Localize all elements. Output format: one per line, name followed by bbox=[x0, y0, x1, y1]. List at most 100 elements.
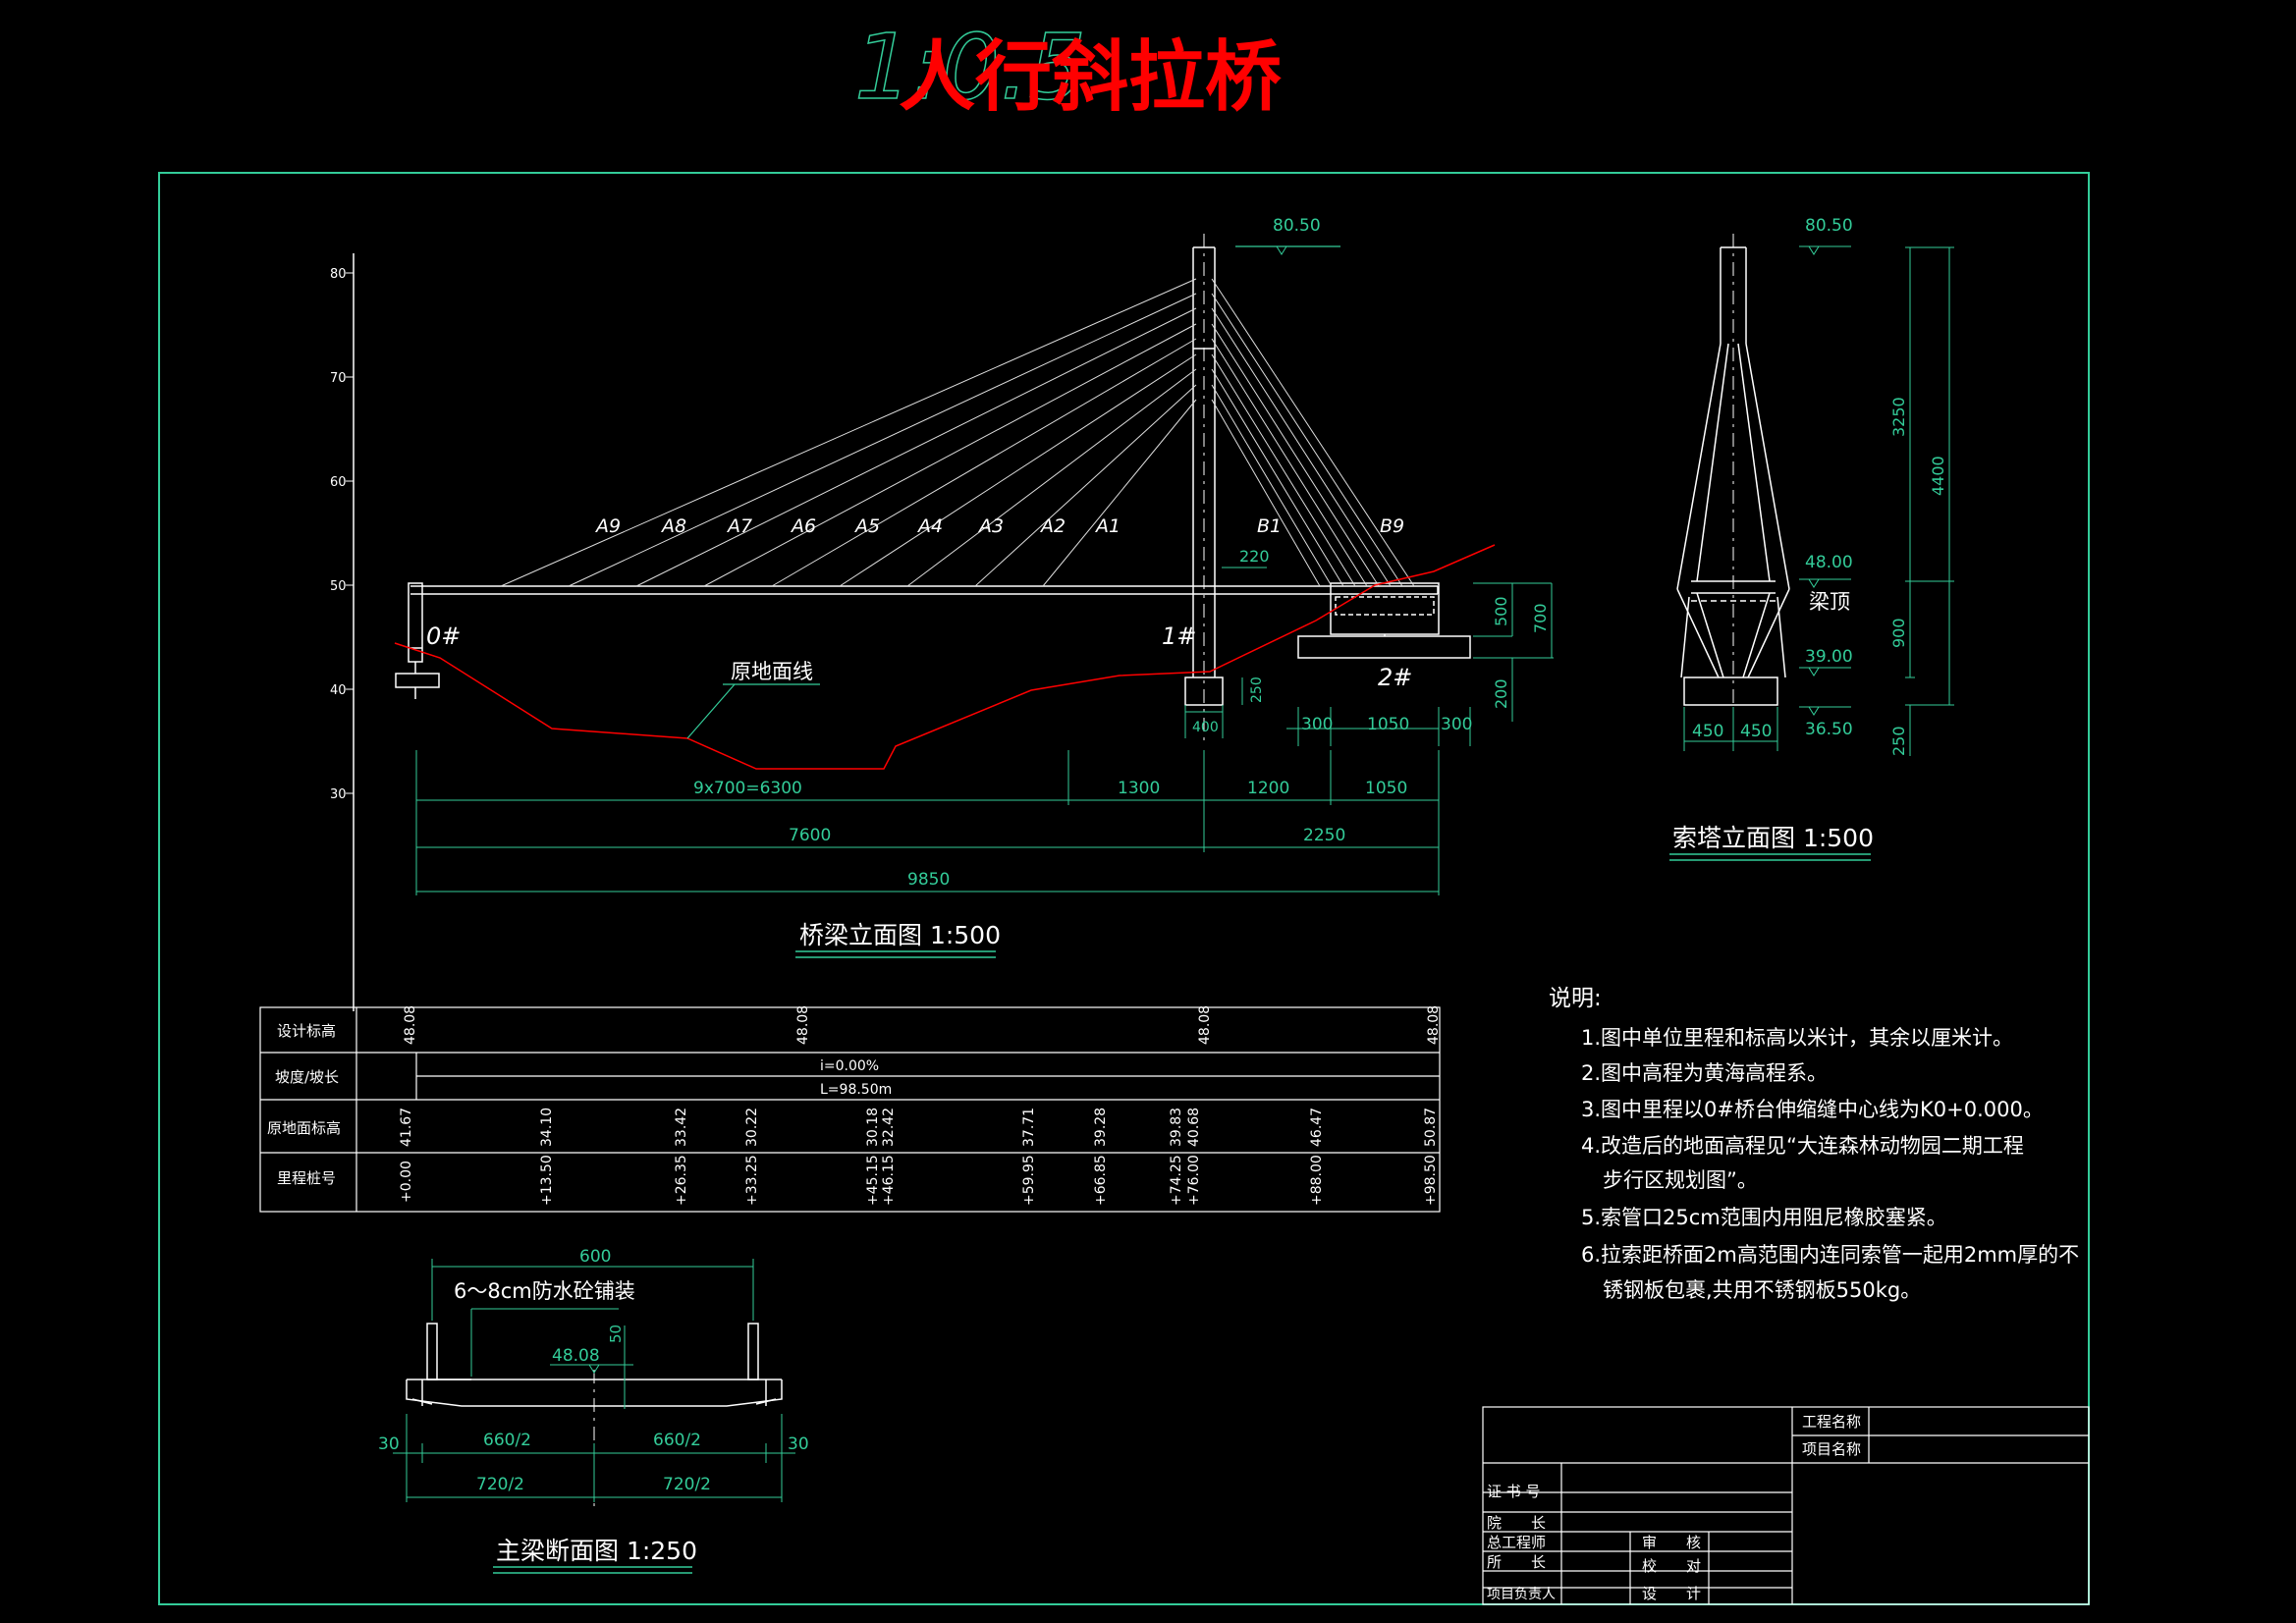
station-9: +74.25 bbox=[1169, 1155, 1184, 1206]
dim-400: 400 bbox=[1192, 720, 1219, 735]
ground-line bbox=[394, 544, 1496, 770]
cable-label-b9: B9 bbox=[1380, 515, 1404, 537]
cable-labels: A9 A8 A7 A6 A5 A4 A3 A2 A1 B1 B9 bbox=[594, 515, 1404, 537]
pier-label-2: 2# bbox=[1378, 664, 1412, 691]
section-dim-720-right: 720/2 bbox=[663, 1475, 711, 1494]
ground-elev-10: 40.68 bbox=[1186, 1108, 1202, 1147]
row-label-ground: 原地面标高 bbox=[267, 1119, 341, 1137]
design-elev-3: 48.08 bbox=[1197, 1005, 1213, 1045]
note-line-7: 6.拉索距桥面2m高范围内连同索管一起用2mm厚的不 bbox=[1581, 1243, 2079, 1267]
profile-table: 设计标高 坡度/坡长 原地面标高 里程桩号 48.08 48.08 48.08 … bbox=[259, 1005, 1442, 1213]
dim-1300: 1300 bbox=[1118, 779, 1160, 798]
drawing-frame bbox=[158, 172, 2090, 1605]
dim-span-left: 9x700=6300 bbox=[693, 779, 802, 798]
dim-pier2-horizontal bbox=[1286, 707, 1471, 746]
station-8: +66.85 bbox=[1093, 1155, 1109, 1206]
station-7: +59.95 bbox=[1021, 1155, 1037, 1206]
ground-elev-6: 32.42 bbox=[881, 1108, 897, 1147]
cable-label-a6: A6 bbox=[790, 515, 816, 537]
notes: 说明: 1.图中单位里程和标高以米计，其余以厘米计。 2.图中高程为黄海高程系。… bbox=[1549, 986, 2079, 1302]
elevation-caption: 桥梁立面图 1:500 bbox=[799, 921, 1001, 949]
tb-review: 审 核 bbox=[1642, 1534, 1701, 1551]
span-dimensions bbox=[415, 750, 1440, 895]
ground-label-leader bbox=[686, 683, 736, 739]
y-tick-30: 30 bbox=[330, 787, 347, 802]
section-dim-30-right: 30 bbox=[788, 1434, 809, 1454]
section-dim-660-left: 660/2 bbox=[483, 1431, 531, 1450]
cable-label-a8: A8 bbox=[660, 515, 686, 537]
note-line-2: 2.图中高程为黄海高程系。 bbox=[1581, 1061, 1828, 1085]
cable-label-a1: A1 bbox=[1094, 515, 1121, 537]
girder-section: 600 6～8cm防水砼铺装 50 48.08 30 30 660/2 660/… bbox=[378, 1247, 809, 1574]
y-tick-40: 40 bbox=[330, 683, 347, 698]
dim-200: 200 bbox=[1492, 678, 1510, 709]
elev-top-label: 80.50 bbox=[1273, 216, 1321, 236]
tb-project-name: 工程名称 bbox=[1802, 1413, 1861, 1431]
tb-design: 设 计 bbox=[1642, 1585, 1701, 1602]
title-scale: 1:0.5 bbox=[854, 15, 1086, 120]
dim-1200: 1200 bbox=[1247, 779, 1289, 798]
note-line-4: 4.改造后的地面高程见“大连森林动物园二期工程 bbox=[1581, 1134, 2024, 1158]
section-dim-50: 50 bbox=[607, 1325, 625, 1343]
tower-dim-3250: 3250 bbox=[1889, 397, 1908, 437]
y-tick-80: 80 bbox=[330, 267, 347, 282]
section-elev: 48.08 bbox=[552, 1346, 600, 1366]
dim-250: 250 bbox=[1249, 676, 1265, 703]
tb-chief-engineer: 总工程师 bbox=[1487, 1534, 1546, 1551]
title-main: 人行斜拉桥 bbox=[899, 32, 1282, 122]
tower-1 bbox=[1184, 234, 1224, 746]
tower-deck-label: 梁顶 bbox=[1809, 590, 1850, 614]
cable-label-a9: A9 bbox=[594, 515, 621, 537]
tb-item-name: 项目名称 bbox=[1802, 1440, 1861, 1458]
pier-0 bbox=[395, 582, 440, 699]
y-tick-70: 70 bbox=[330, 371, 347, 386]
tower-elev-found: 36.50 bbox=[1805, 720, 1853, 739]
tower-dim-450-right: 450 bbox=[1740, 722, 1772, 741]
section-caption: 主梁断面图 1:250 bbox=[496, 1537, 697, 1565]
tower-dim-4400: 4400 bbox=[1929, 456, 1947, 496]
cable-label-a2: A2 bbox=[1039, 515, 1066, 537]
stay-cables bbox=[500, 278, 1415, 587]
cable-label-b1: B1 bbox=[1257, 515, 1282, 537]
design-elev-1: 48.08 bbox=[403, 1005, 418, 1045]
dim-1050-a: 1050 bbox=[1367, 715, 1409, 734]
drawing-title: 1:0.5 人行斜拉桥 bbox=[853, 14, 1282, 122]
deck-girder bbox=[410, 585, 1439, 595]
ground-elev-5: 30.18 bbox=[865, 1108, 881, 1147]
pier-2 bbox=[1297, 582, 1471, 659]
design-elev-2: 48.08 bbox=[795, 1005, 811, 1045]
dim-9850: 9850 bbox=[907, 870, 950, 890]
section-paving-label: 6～8cm防水砼铺装 bbox=[454, 1279, 635, 1303]
tb-cert-no: 证 书 号 bbox=[1487, 1483, 1541, 1500]
dim-1050-b: 1050 bbox=[1365, 779, 1407, 798]
tower-dim-250: 250 bbox=[1889, 726, 1908, 756]
bridge-elevation: 80 70 60 50 40 30 bbox=[330, 216, 1554, 1011]
dim-2250: 2250 bbox=[1303, 826, 1345, 845]
ground-elev-4: 30.22 bbox=[744, 1108, 760, 1147]
station-11: +88.00 bbox=[1309, 1155, 1325, 1206]
tower-dim-450-left: 450 bbox=[1692, 722, 1723, 741]
ground-elev-1: 41.67 bbox=[399, 1108, 414, 1147]
row-label-station: 里程桩号 bbox=[277, 1169, 336, 1187]
notes-heading: 说明: bbox=[1549, 986, 1602, 1011]
dim-500: 500 bbox=[1492, 596, 1510, 626]
ground-elev-11: 46.47 bbox=[1309, 1108, 1325, 1147]
ground-elev-2: 34.10 bbox=[539, 1108, 555, 1147]
station-2: +13.50 bbox=[539, 1155, 555, 1206]
row-label-slope: 坡度/坡长 bbox=[275, 1068, 339, 1086]
tower-elev-top: 80.50 bbox=[1805, 216, 1853, 236]
note-line-8: 锈钢板包裹,共用不锈钢板550kg。 bbox=[1603, 1278, 1921, 1302]
note-line-1: 1.图中单位里程和标高以米计，其余以厘米计。 bbox=[1581, 1026, 2013, 1050]
tb-director: 所 长 bbox=[1487, 1553, 1546, 1571]
station-12: +98.50 bbox=[1423, 1155, 1439, 1206]
cable-label-a3: A3 bbox=[977, 515, 1004, 537]
ground-elev-9: 39.83 bbox=[1169, 1108, 1184, 1147]
section-dim-720-left: 720/2 bbox=[476, 1475, 524, 1494]
station-5: +45.15 bbox=[865, 1155, 881, 1206]
station-3: +26.35 bbox=[674, 1155, 689, 1206]
section-dim-600: 600 bbox=[579, 1247, 611, 1267]
pier-label-0: 0# bbox=[426, 622, 461, 650]
tower-caption: 索塔立面图 1:500 bbox=[1672, 824, 1874, 852]
tower-elev-base: 39.00 bbox=[1805, 647, 1853, 667]
ground-elev-3: 33.42 bbox=[674, 1108, 689, 1147]
